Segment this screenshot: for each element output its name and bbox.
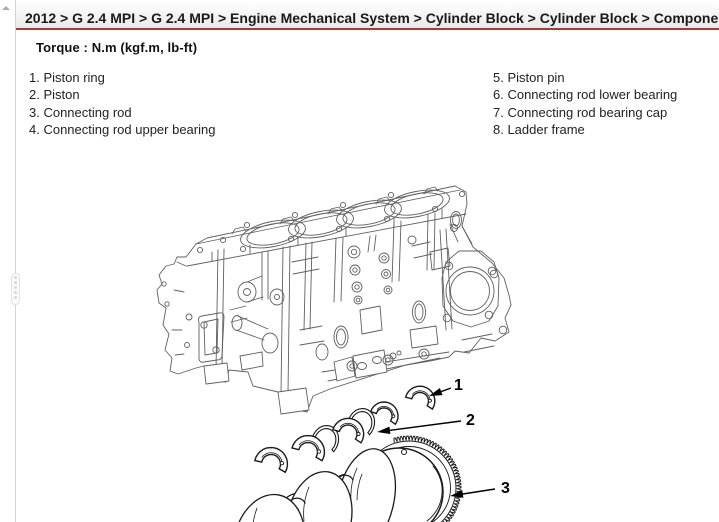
svg-text:1: 1 bbox=[454, 377, 463, 394]
svg-text:2: 2 bbox=[466, 412, 475, 429]
svg-text:3: 3 bbox=[501, 480, 510, 497]
